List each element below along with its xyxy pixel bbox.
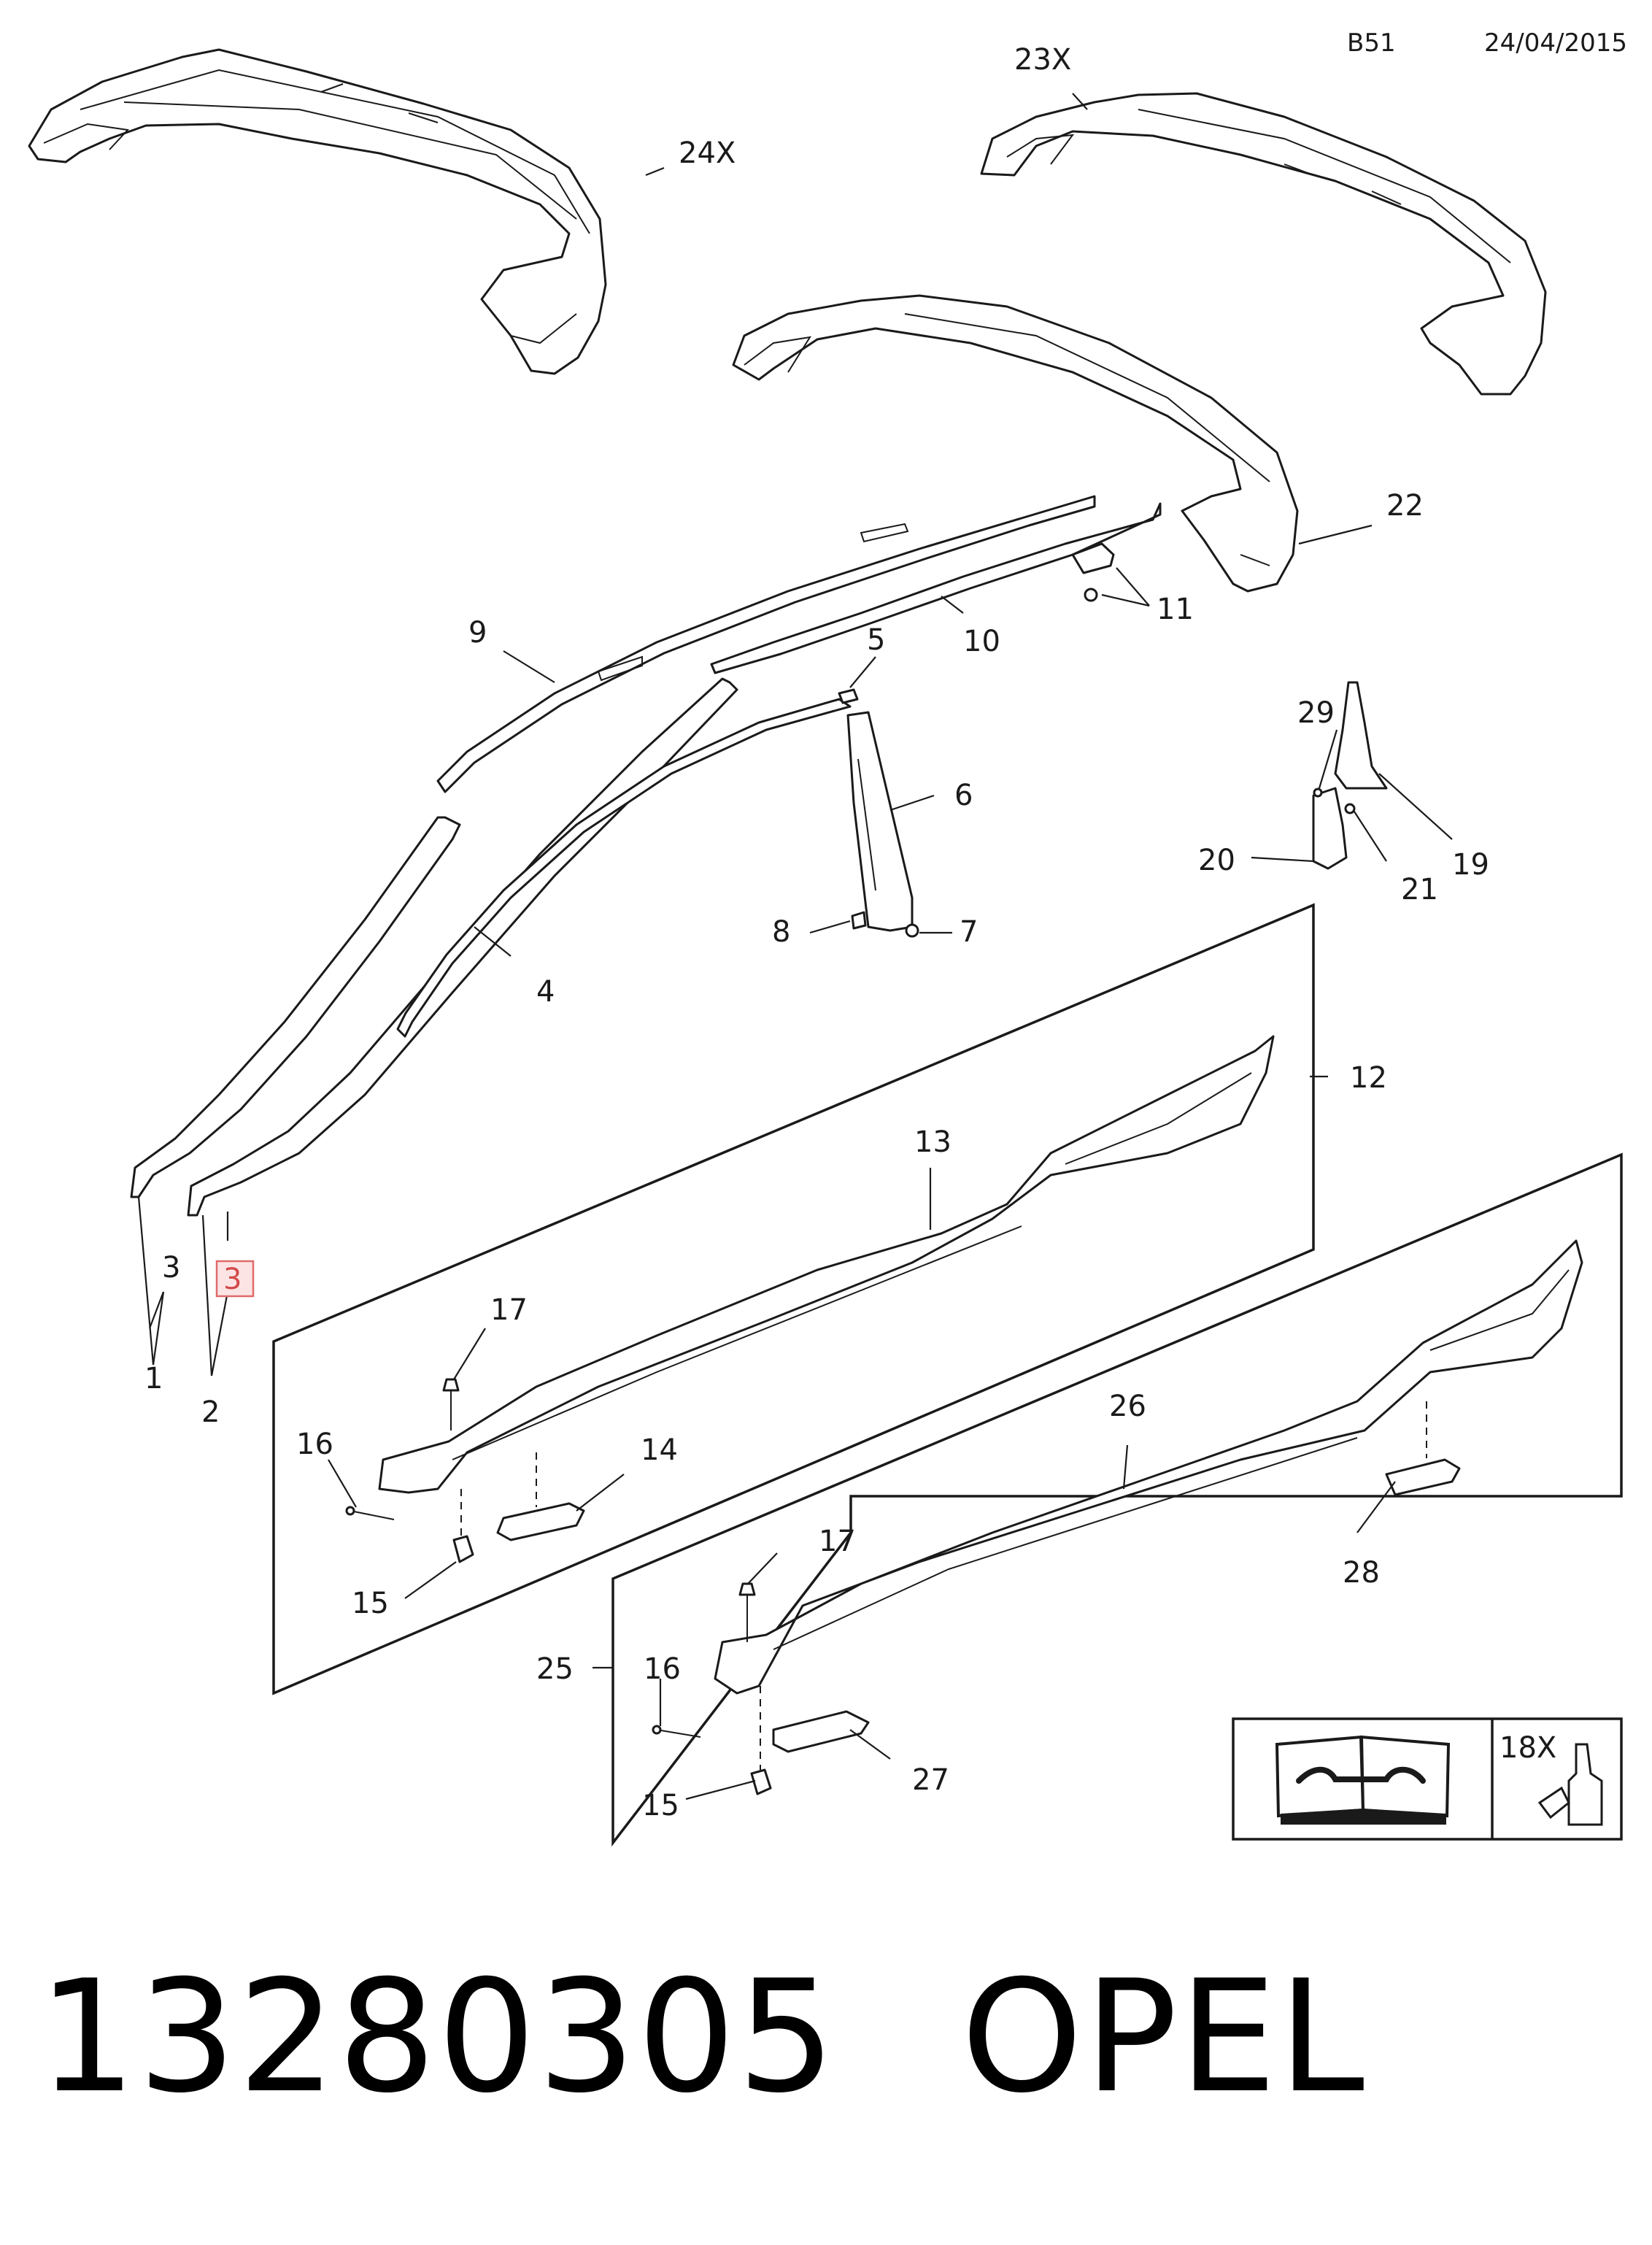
part-number: 13280305 xyxy=(38,1946,838,2127)
rear-spoiler-24x xyxy=(28,48,607,375)
bracket-20 xyxy=(1312,787,1348,870)
callout-22: 22 xyxy=(1386,489,1424,523)
callout-27: 27 xyxy=(912,1763,949,1797)
callout-7: 7 xyxy=(960,915,978,949)
callout-26: 26 xyxy=(1109,1390,1146,1423)
leader-lines xyxy=(137,93,1453,1801)
clip-5 xyxy=(838,688,859,704)
callout-24x: 24X xyxy=(679,136,736,170)
b-pillar-trim-6 xyxy=(846,711,914,932)
roof-moulding-9 xyxy=(436,495,1096,793)
clip-11 xyxy=(1071,542,1115,602)
window-strip-4 xyxy=(396,698,852,1038)
callout-17-front: 17 xyxy=(490,1293,528,1327)
callout-4: 4 xyxy=(536,975,555,1009)
quarter-garnish-19 xyxy=(1334,681,1388,790)
callout-19: 19 xyxy=(1452,848,1489,882)
screw-16-front xyxy=(345,1506,395,1520)
callout-1: 1 xyxy=(144,1362,163,1395)
diagram-date: 24/04/2015 xyxy=(1484,28,1627,58)
brand-name: OPEL xyxy=(961,1946,1366,2127)
rear-spoiler-22 xyxy=(732,294,1299,593)
clip-plate-28 xyxy=(1385,1458,1461,1496)
clip-7 xyxy=(905,923,919,938)
callout-23x: 23X xyxy=(1014,43,1071,77)
callout-18x: 18X xyxy=(1499,1731,1556,1765)
clip-15-rear xyxy=(750,1768,772,1795)
push-pin-17-rear xyxy=(738,1582,756,1642)
callout-2: 2 xyxy=(201,1395,220,1429)
screw-21 xyxy=(1344,803,1356,815)
highlight-box xyxy=(215,1260,255,1298)
legend-box: 18X xyxy=(1232,1717,1623,1841)
diagram-code: B51 xyxy=(1347,28,1396,58)
roof-moulding-10 xyxy=(710,502,1162,674)
callout-labels: 24X 23X 22 9 10 11 5 6 7 8 4 29 19 21 20… xyxy=(144,43,1489,1822)
repair-manual-icon xyxy=(1275,1735,1451,1825)
clip-29 xyxy=(1313,788,1323,798)
callout-12: 12 xyxy=(1350,1061,1387,1095)
rocker-panel-26 xyxy=(714,1239,1583,1695)
callout-21: 21 xyxy=(1401,873,1438,906)
callout-20: 20 xyxy=(1198,844,1235,877)
footer-caption: 13280305 OPEL xyxy=(38,1941,1366,2131)
callout-11: 11 xyxy=(1157,593,1194,626)
callout-14: 14 xyxy=(641,1433,678,1467)
callout-3-b: 3 xyxy=(223,1263,242,1296)
clip-8 xyxy=(851,911,867,930)
callout-9: 9 xyxy=(468,616,487,650)
push-pin-17-front xyxy=(442,1378,460,1430)
callout-10: 10 xyxy=(963,625,1000,658)
callout-13: 13 xyxy=(914,1125,952,1159)
clip-plate-27 xyxy=(772,1710,870,1753)
rocker-panel-13 xyxy=(378,1035,1275,1494)
callout-28: 28 xyxy=(1343,1556,1380,1590)
callout-17-rear: 17 xyxy=(819,1525,856,1558)
callout-16-rear: 16 xyxy=(644,1652,681,1686)
callout-3-a: 3 xyxy=(162,1251,180,1285)
rear-spoiler-23x xyxy=(980,92,1547,396)
callout-5: 5 xyxy=(867,623,885,657)
callout-25: 25 xyxy=(536,1652,574,1686)
clip-plate-14 xyxy=(496,1502,585,1541)
callout-16-front: 16 xyxy=(296,1428,333,1461)
group-box-12 xyxy=(272,903,1315,1695)
screw-16-rear xyxy=(652,1725,701,1738)
callout-29: 29 xyxy=(1297,696,1335,730)
callout-8: 8 xyxy=(772,915,790,949)
group-box-25 xyxy=(611,1152,1623,1847)
callout-15-rear: 15 xyxy=(642,1789,679,1822)
adhesive-bottle-icon xyxy=(1537,1743,1603,1826)
callout-6: 6 xyxy=(954,779,973,812)
callout-15-front: 15 xyxy=(352,1587,389,1620)
clip-15-front xyxy=(452,1535,474,1563)
